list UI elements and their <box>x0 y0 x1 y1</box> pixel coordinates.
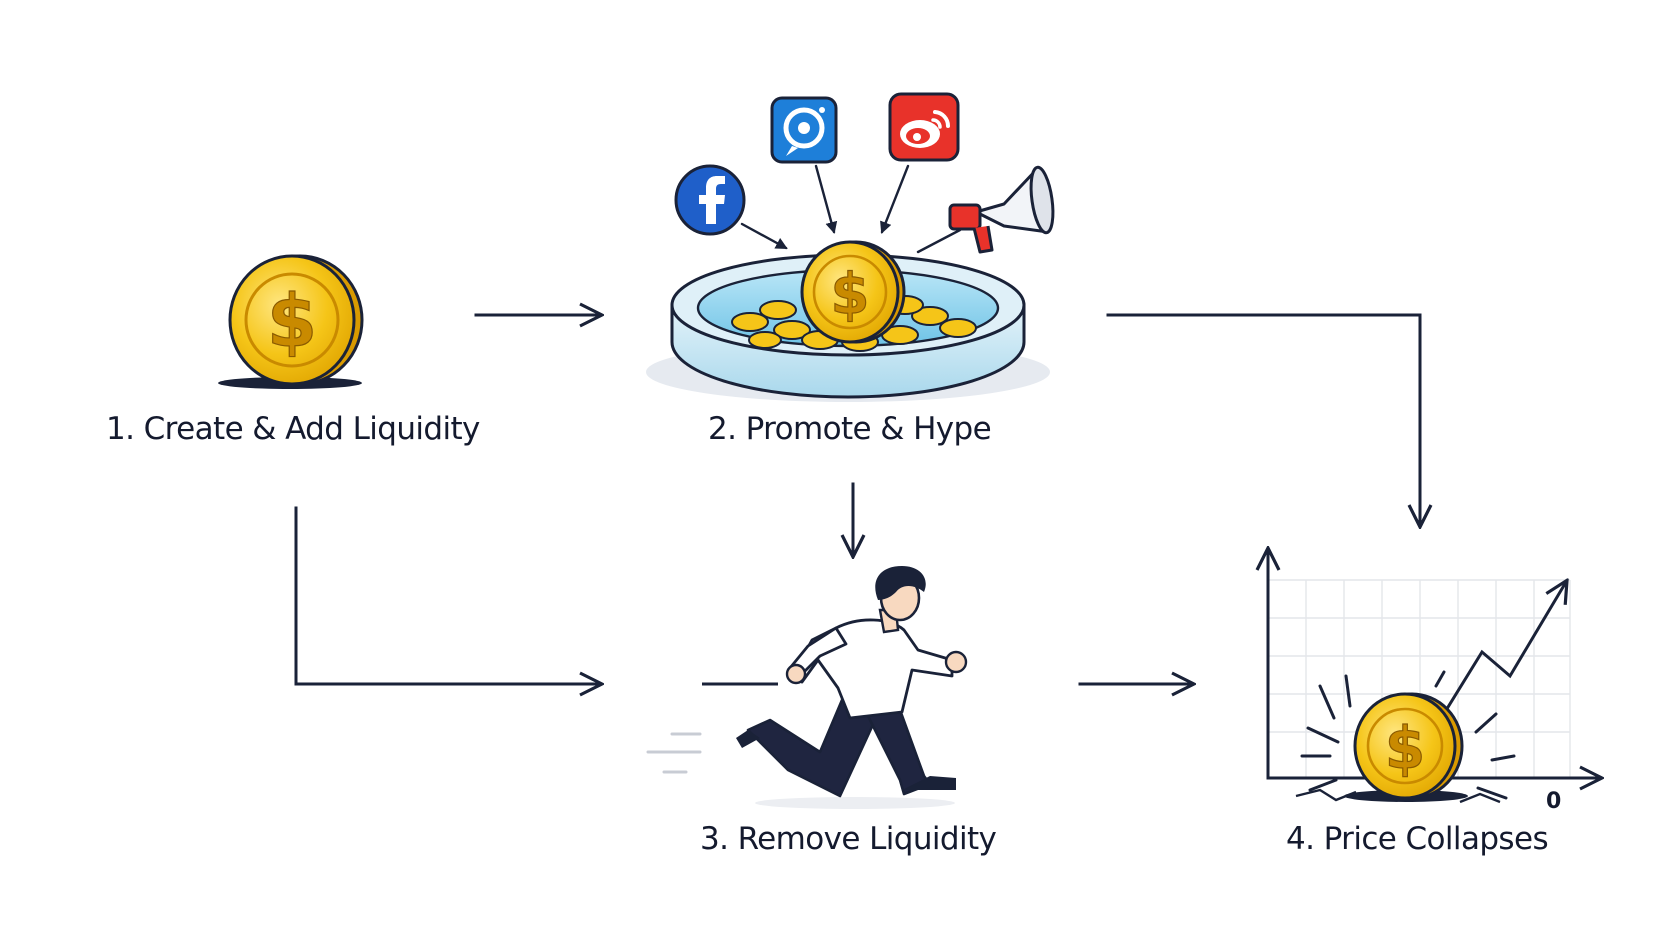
chart-trend-line <box>1437 582 1566 723</box>
arrow-weibo-to-pool <box>880 164 910 234</box>
svg-text:$: $ <box>1385 714 1425 782</box>
arrow-step2-to-step4 <box>1106 313 1420 525</box>
arrow-chat-to-pool <box>814 164 838 234</box>
step-2-label: 2. Promote & Hype <box>708 411 991 447</box>
step-1-label: 1. Create & Add Liquidity <box>106 411 480 447</box>
step-3-running-person-icon <box>646 566 968 809</box>
chat-bubble-icon <box>770 96 838 164</box>
step-2-pool-icon: $ <box>646 240 1050 402</box>
crash-crack-lines <box>1300 670 1516 800</box>
weibo-icon <box>888 92 960 162</box>
pool-main-coin: $ <box>800 240 906 344</box>
chart-baseline-zero-label: 0 <box>1546 789 1561 814</box>
megaphone-sound-line <box>916 228 962 254</box>
svg-text:$: $ <box>831 262 870 327</box>
step-4-label: 4. Price Collapses <box>1286 821 1548 857</box>
svg-text:$: $ <box>267 279 317 363</box>
facebook-icon <box>674 164 746 236</box>
arrow-step1-to-step3 <box>294 506 600 684</box>
step-3-label: 3. Remove Liquidity <box>700 821 997 857</box>
step-1-coin-icon: $ <box>218 254 364 389</box>
crash-coin: $ <box>1344 692 1468 802</box>
arrow-facebook-to-pool <box>740 222 788 250</box>
step-4-chart-icon: $ 0 <box>1268 550 1600 814</box>
megaphone-icon <box>948 165 1055 254</box>
